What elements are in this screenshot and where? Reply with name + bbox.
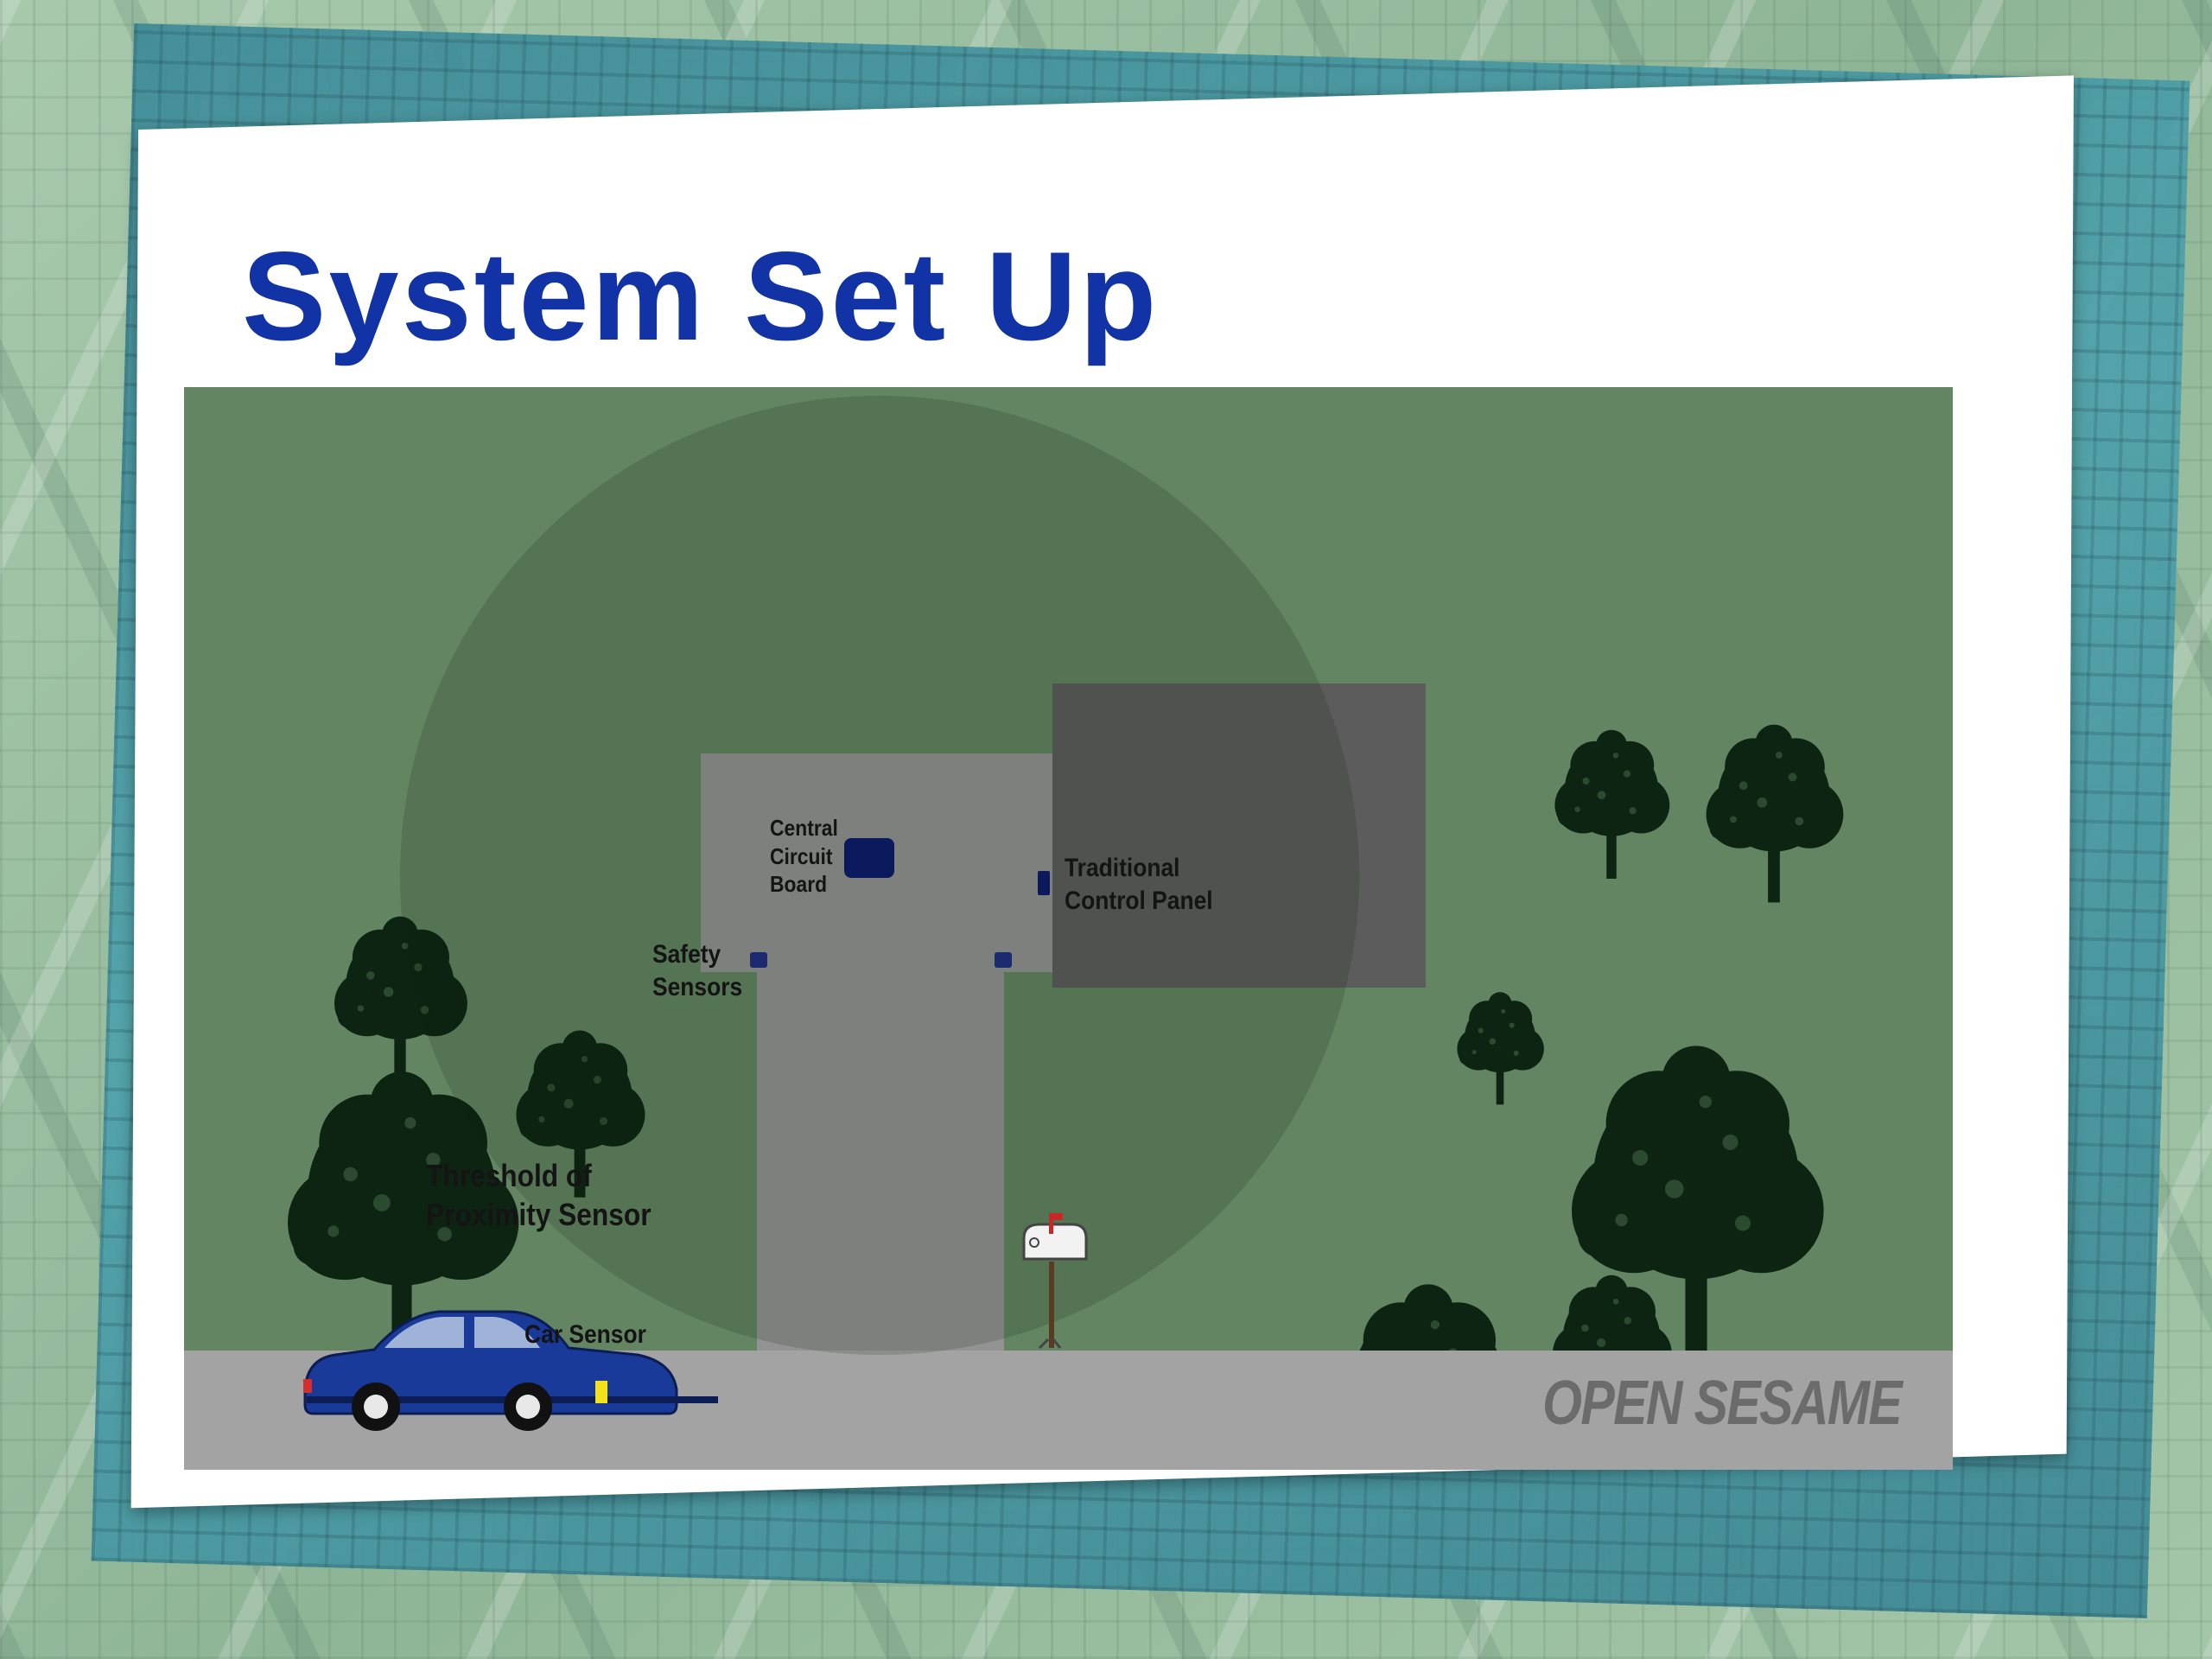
central-circuit-board-icon [844, 838, 894, 878]
system-diagram: Central Circuit Board Traditional Contro… [184, 387, 1953, 1470]
safety-sensor-icon [995, 952, 1012, 968]
diagram-graphics [184, 387, 1953, 1470]
car-icon [303, 1310, 718, 1431]
proximity-threshold-label: Threshold of Proximity Sensor [426, 1158, 652, 1232]
safety-sensor-icon [750, 952, 767, 968]
central-circuit-board-label: Central Circuit Board [770, 815, 838, 897]
brand-logo: OPEN SESAME [1541, 1369, 1903, 1438]
traditional-control-panel-label: Traditional Control Panel [1065, 854, 1213, 915]
house [1052, 683, 1426, 988]
car-sensor-label: Car Sensor [524, 1320, 646, 1349]
safety-sensors-label: Safety Sensors [652, 940, 743, 1001]
slide-title: System Set Up [242, 226, 1160, 366]
control-panel-device-icon [1038, 871, 1050, 895]
driveway [757, 970, 1004, 1351]
mailbox-icon [1022, 1213, 1088, 1350]
